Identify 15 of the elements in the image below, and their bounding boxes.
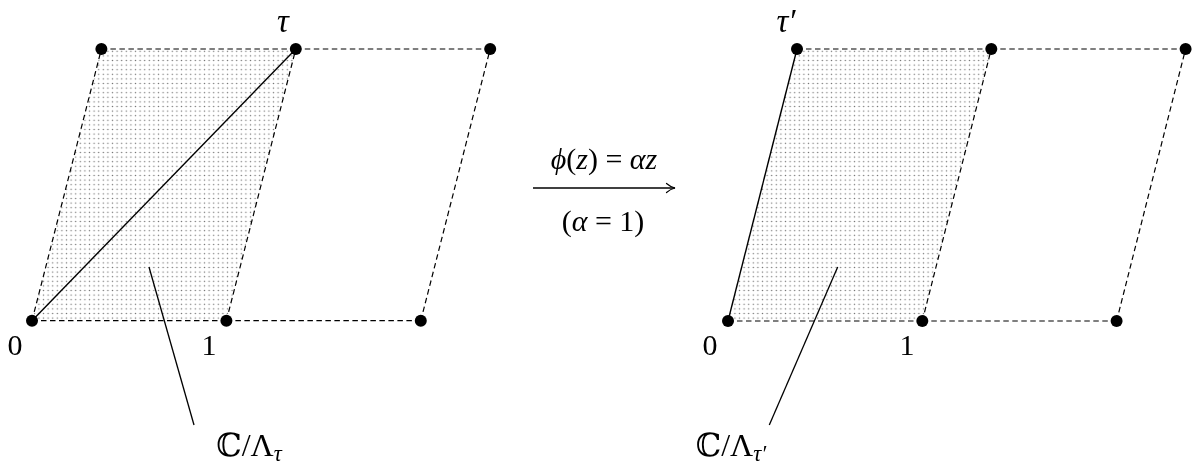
leader-line	[148, 266, 195, 426]
lattice-drawing	[26, 43, 497, 327]
leader-line	[768, 266, 839, 426]
point-label: 1	[899, 330, 915, 360]
lattice-drawing	[721, 43, 1192, 327]
shaded-parallelogram	[727, 49, 991, 321]
quotient-label: ℂ/Λ$_{τ}$	[216, 428, 282, 466]
condition-label: (α = 1)	[561, 206, 645, 236]
point-label: 0	[702, 330, 718, 360]
quotient-label: ℂ/Λ$_{τ′}$	[695, 428, 767, 466]
edge-label: ϕ(z) = αz	[550, 144, 658, 174]
point-label: 1	[201, 330, 217, 360]
point-label: τ	[277, 4, 289, 38]
point-label: 0	[7, 330, 23, 360]
point-label: τ′	[776, 4, 796, 38]
